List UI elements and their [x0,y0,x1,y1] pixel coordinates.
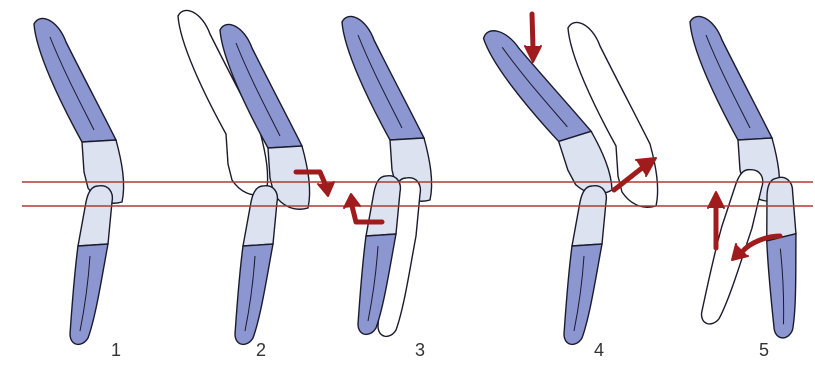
lower-incisor [70,186,112,345]
panel-label-3: 3 [405,340,435,361]
lower-incisor-original-outline [700,166,764,329]
panel-label-1: 1 [101,340,131,361]
lower-incisor [235,186,277,345]
panel-label-4: 4 [584,340,614,361]
panel-label-5: 5 [749,340,779,361]
panel-label-2: 2 [246,340,276,361]
upper-incisor [342,16,432,201]
panel-3-teeth [342,16,432,336]
panel-5-teeth [690,16,815,339]
lower-incisor [564,186,606,345]
upper-incisor [690,16,780,201]
panel-2-teeth [178,10,310,344]
upper-incisor [34,18,124,203]
